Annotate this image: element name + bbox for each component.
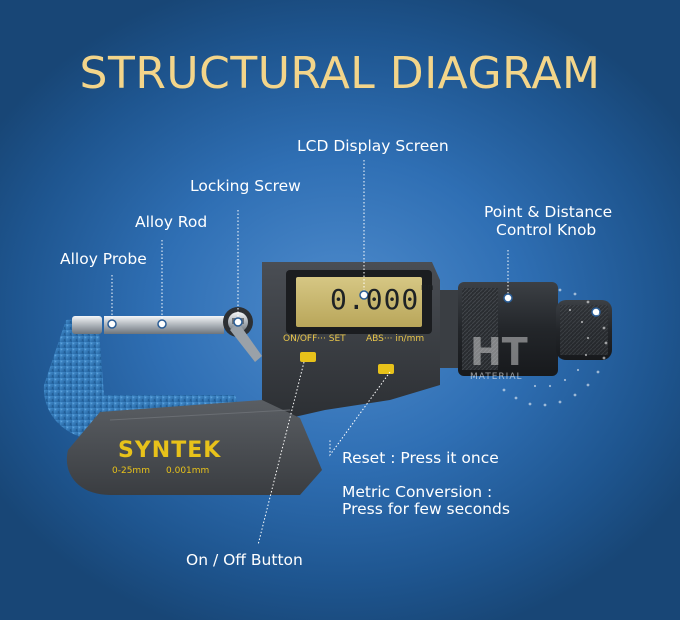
range-text: 0-25mm <box>112 466 150 476</box>
watermark-sub: MATERIAL <box>470 372 523 382</box>
dot-alloy-rod <box>157 319 167 329</box>
dot-locking-screw <box>233 317 243 327</box>
locking-screw <box>223 307 262 362</box>
lcd-unit: mm <box>421 283 435 293</box>
label-alloy-probe: Alloy Probe <box>60 250 147 268</box>
sleeve <box>440 290 460 368</box>
label-onoff-button: On / Off Button <box>186 551 303 569</box>
left-buttons-label: ON/OFF··· SET <box>283 334 346 344</box>
dot-knob-thimble <box>503 293 513 303</box>
label-knob-line1: Point & Distance <box>484 203 613 221</box>
onoff-button <box>300 352 316 362</box>
label-alloy-rod: Alloy Rod <box>135 213 208 231</box>
dot-alloy-probe <box>107 319 117 329</box>
right-buttons-label: ABS··· in/mm <box>366 334 425 344</box>
watermark-ring <box>502 288 608 407</box>
reset-button <box>378 364 394 374</box>
label-lcd-display-screen: LCD Display Screen <box>297 137 449 155</box>
page-title: STRUCTURAL DIAGRAM <box>79 48 601 99</box>
label-knob-line2: Control Knob <box>496 221 597 239</box>
grip <box>66 400 322 495</box>
callout-reset <box>329 371 391 457</box>
brand-logo: SYNTEK <box>118 438 222 463</box>
lcd-value: 0.000 <box>330 283 420 316</box>
label-locking-screw: Locking Screw <box>190 177 301 195</box>
label-reset: Reset : Press it once <box>342 449 499 467</box>
label-metric-line1: Metric Conversion : <box>342 483 493 501</box>
dot-lcd <box>359 290 369 300</box>
resolution-text: 0.001mm <box>166 466 210 476</box>
lcd-screen <box>296 277 422 327</box>
anvil <box>72 316 102 334</box>
watermark-logo: HT <box>470 330 528 374</box>
label-metric-line2: Press for few seconds <box>342 500 510 518</box>
